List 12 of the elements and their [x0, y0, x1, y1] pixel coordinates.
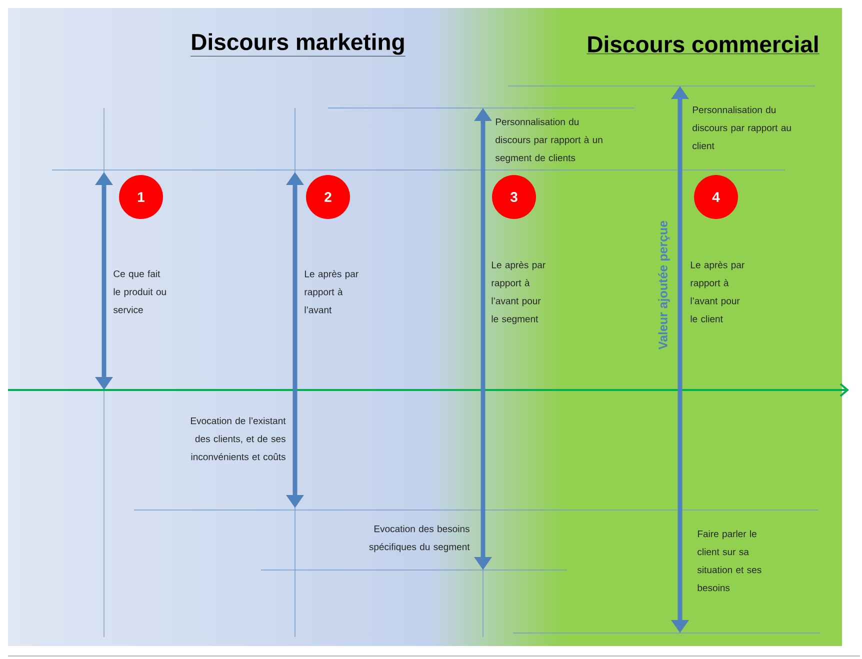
section-heading: Discours marketing: [190, 33, 406, 56]
note-text: Le après par rapport à l’avant pour le segment: [492, 261, 546, 324]
note-text: Evocation de l’existant des clients, et de ses inconvénients et coûts: [191, 417, 286, 460]
note-text: Personnalisation du discours par rapport à un segment de clients: [495, 118, 602, 164]
note-text: Le après par rapport à l’avant: [304, 270, 358, 314]
note-text: Evocation des besoins spécifiques du segment: [369, 525, 470, 552]
note-text: Faire parler le client sur sa situation et ses besoins: [697, 530, 762, 592]
section-heading: Discours commercial: [586, 36, 820, 54]
note-text: Ce que fait le produit ou service: [113, 270, 166, 314]
note-text: Personnalisation du discours par rapport au client: [692, 106, 791, 150]
note-text: Le après par rapport à l’avant pour le client: [690, 261, 744, 322]
axis-label: Valeur ajoutée perçue: [658, 220, 670, 350]
